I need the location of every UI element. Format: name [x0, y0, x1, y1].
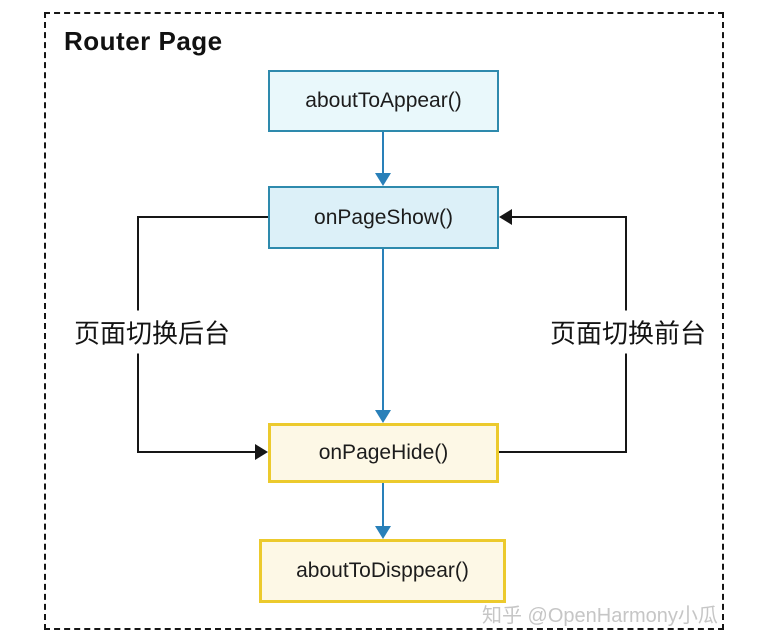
arrowhead-down-icon [375, 526, 391, 539]
page-title: Router Page [64, 26, 223, 56]
edge-appear-to-show-line [382, 132, 384, 175]
node-about-to-disppear: aboutToDisppear() [259, 539, 506, 603]
arrowhead-left-icon [499, 209, 512, 225]
edge-label-switch-to-background: 页面切换后台 [68, 310, 236, 354]
arrowhead-down-icon [375, 410, 391, 423]
arrowhead-down-icon [375, 173, 391, 186]
node-about-to-appear: aboutToAppear() [268, 70, 499, 132]
edge-label-switch-to-foreground: 页面切换前台 [544, 310, 712, 354]
loop-right-bottom-segment [499, 451, 627, 453]
node-on-page-hide: onPageHide() [268, 423, 499, 483]
loop-left-bottom-segment [137, 451, 257, 453]
node-on-page-show: onPageShow() [268, 186, 499, 249]
dashed-frame [44, 12, 724, 630]
edge-show-to-hide-line [382, 249, 384, 412]
loop-left-top-segment [137, 216, 268, 218]
loop-right-top-segment [511, 216, 627, 218]
arrowhead-right-icon [255, 444, 268, 460]
edge-hide-to-disppear-line [382, 483, 384, 528]
zhihu-watermark: 知乎 @OpenHarmony小瓜 [482, 605, 718, 627]
